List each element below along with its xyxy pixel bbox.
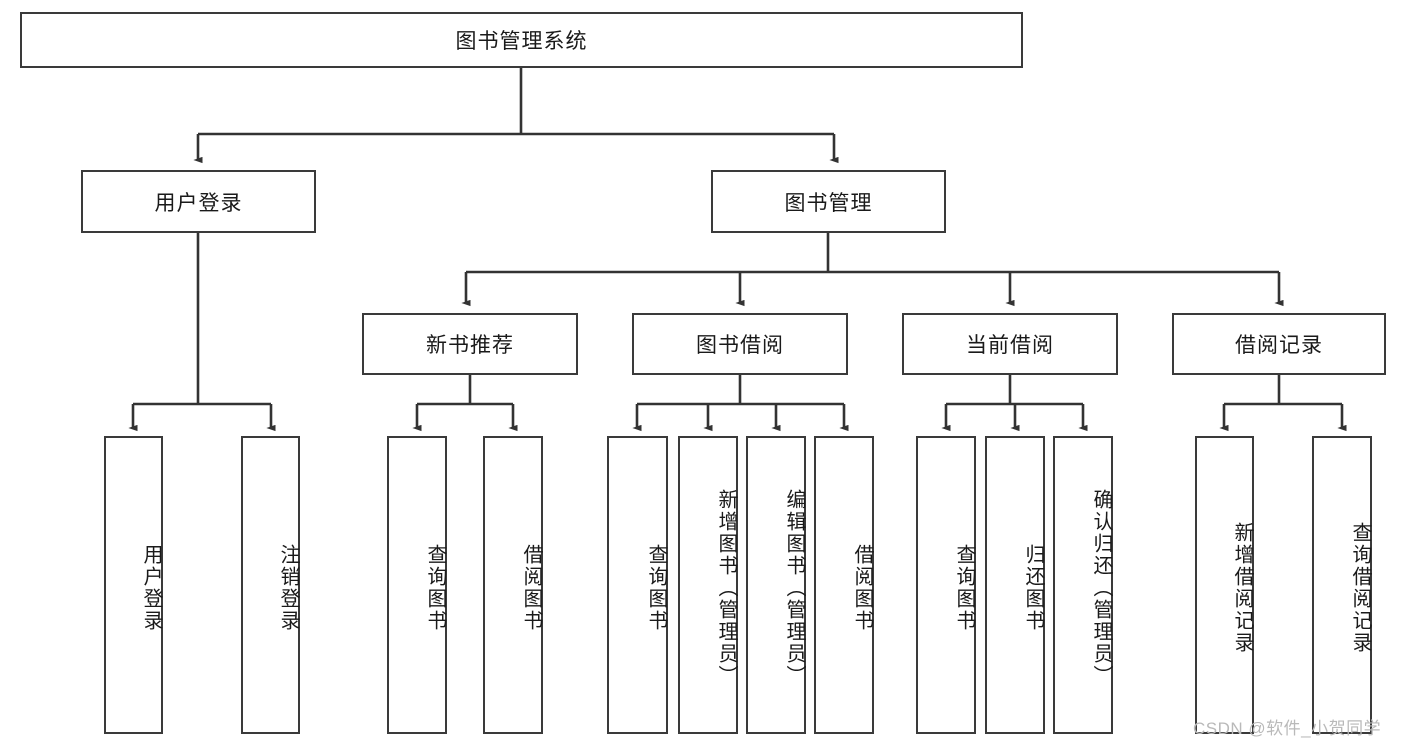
node-root-label: 图书管理系统 [455, 30, 588, 53]
node-leaf-borrow-book-2-label: 借阅图书 [851, 544, 873, 632]
node-leaf-query-record[interactable]: 查询借阅记录 [1312, 436, 1372, 734]
node-leaf-add-record-label: 新增借阅记录 [1231, 522, 1253, 654]
node-leaf-return-book[interactable]: 归还图书 [985, 436, 1045, 734]
node-borrow-record-label: 借阅记录 [1235, 334, 1323, 357]
node-leaf-logout-login-label: 注销登录 [277, 544, 299, 632]
node-book-borrow-label: 图书借阅 [696, 334, 784, 357]
node-book-manage[interactable]: 图书管理 [711, 170, 946, 233]
node-current-borrow-label: 当前借阅 [966, 334, 1054, 357]
watermark: CSDN @软件_小贺同学 [1193, 719, 1382, 738]
node-leaf-logout-login[interactable]: 注销登录 [241, 436, 300, 734]
node-user-login[interactable]: 用户登录 [81, 170, 316, 233]
node-leaf-borrow-book-1[interactable]: 借阅图书 [483, 436, 543, 734]
node-leaf-add-record[interactable]: 新增借阅记录 [1195, 436, 1254, 734]
node-new-book-recommend[interactable]: 新书推荐 [362, 313, 578, 375]
node-leaf-user-login[interactable]: 用户登录 [104, 436, 163, 734]
node-leaf-query-book-2-label: 查询图书 [645, 544, 667, 632]
node-book-borrow[interactable]: 图书借阅 [632, 313, 848, 375]
node-book-manage-label: 图书管理 [784, 191, 873, 215]
node-leaf-query-record-label: 查询借阅记录 [1349, 522, 1371, 654]
node-leaf-query-book-2[interactable]: 查询图书 [607, 436, 668, 734]
node-leaf-query-book-1-label: 查询图书 [424, 544, 446, 632]
node-leaf-confirm-return-label: 确认归还（管理员） [1090, 489, 1112, 687]
node-leaf-query-book-3-label: 查询图书 [953, 544, 975, 632]
node-leaf-confirm-return[interactable]: 确认归还（管理员） [1053, 436, 1113, 734]
node-leaf-user-login-label: 用户登录 [140, 544, 162, 632]
node-leaf-add-book[interactable]: 新增图书（管理员） [678, 436, 738, 734]
node-leaf-query-book-1[interactable]: 查询图书 [387, 436, 447, 734]
node-current-borrow[interactable]: 当前借阅 [902, 313, 1118, 375]
node-leaf-borrow-book-1-label: 借阅图书 [520, 544, 542, 632]
node-borrow-record[interactable]: 借阅记录 [1172, 313, 1386, 375]
node-leaf-edit-book-label: 编辑图书（管理员） [783, 489, 805, 687]
node-new-book-recommend-label: 新书推荐 [426, 334, 514, 357]
node-root[interactable]: 图书管理系统 [20, 12, 1023, 68]
node-leaf-query-book-3[interactable]: 查询图书 [916, 436, 976, 734]
node-leaf-return-book-label: 归还图书 [1022, 544, 1044, 632]
node-leaf-edit-book[interactable]: 编辑图书（管理员） [746, 436, 806, 734]
node-leaf-add-book-label: 新增图书（管理员） [715, 489, 737, 687]
node-leaf-borrow-book-2[interactable]: 借阅图书 [814, 436, 874, 734]
node-user-login-label: 用户登录 [154, 191, 243, 215]
